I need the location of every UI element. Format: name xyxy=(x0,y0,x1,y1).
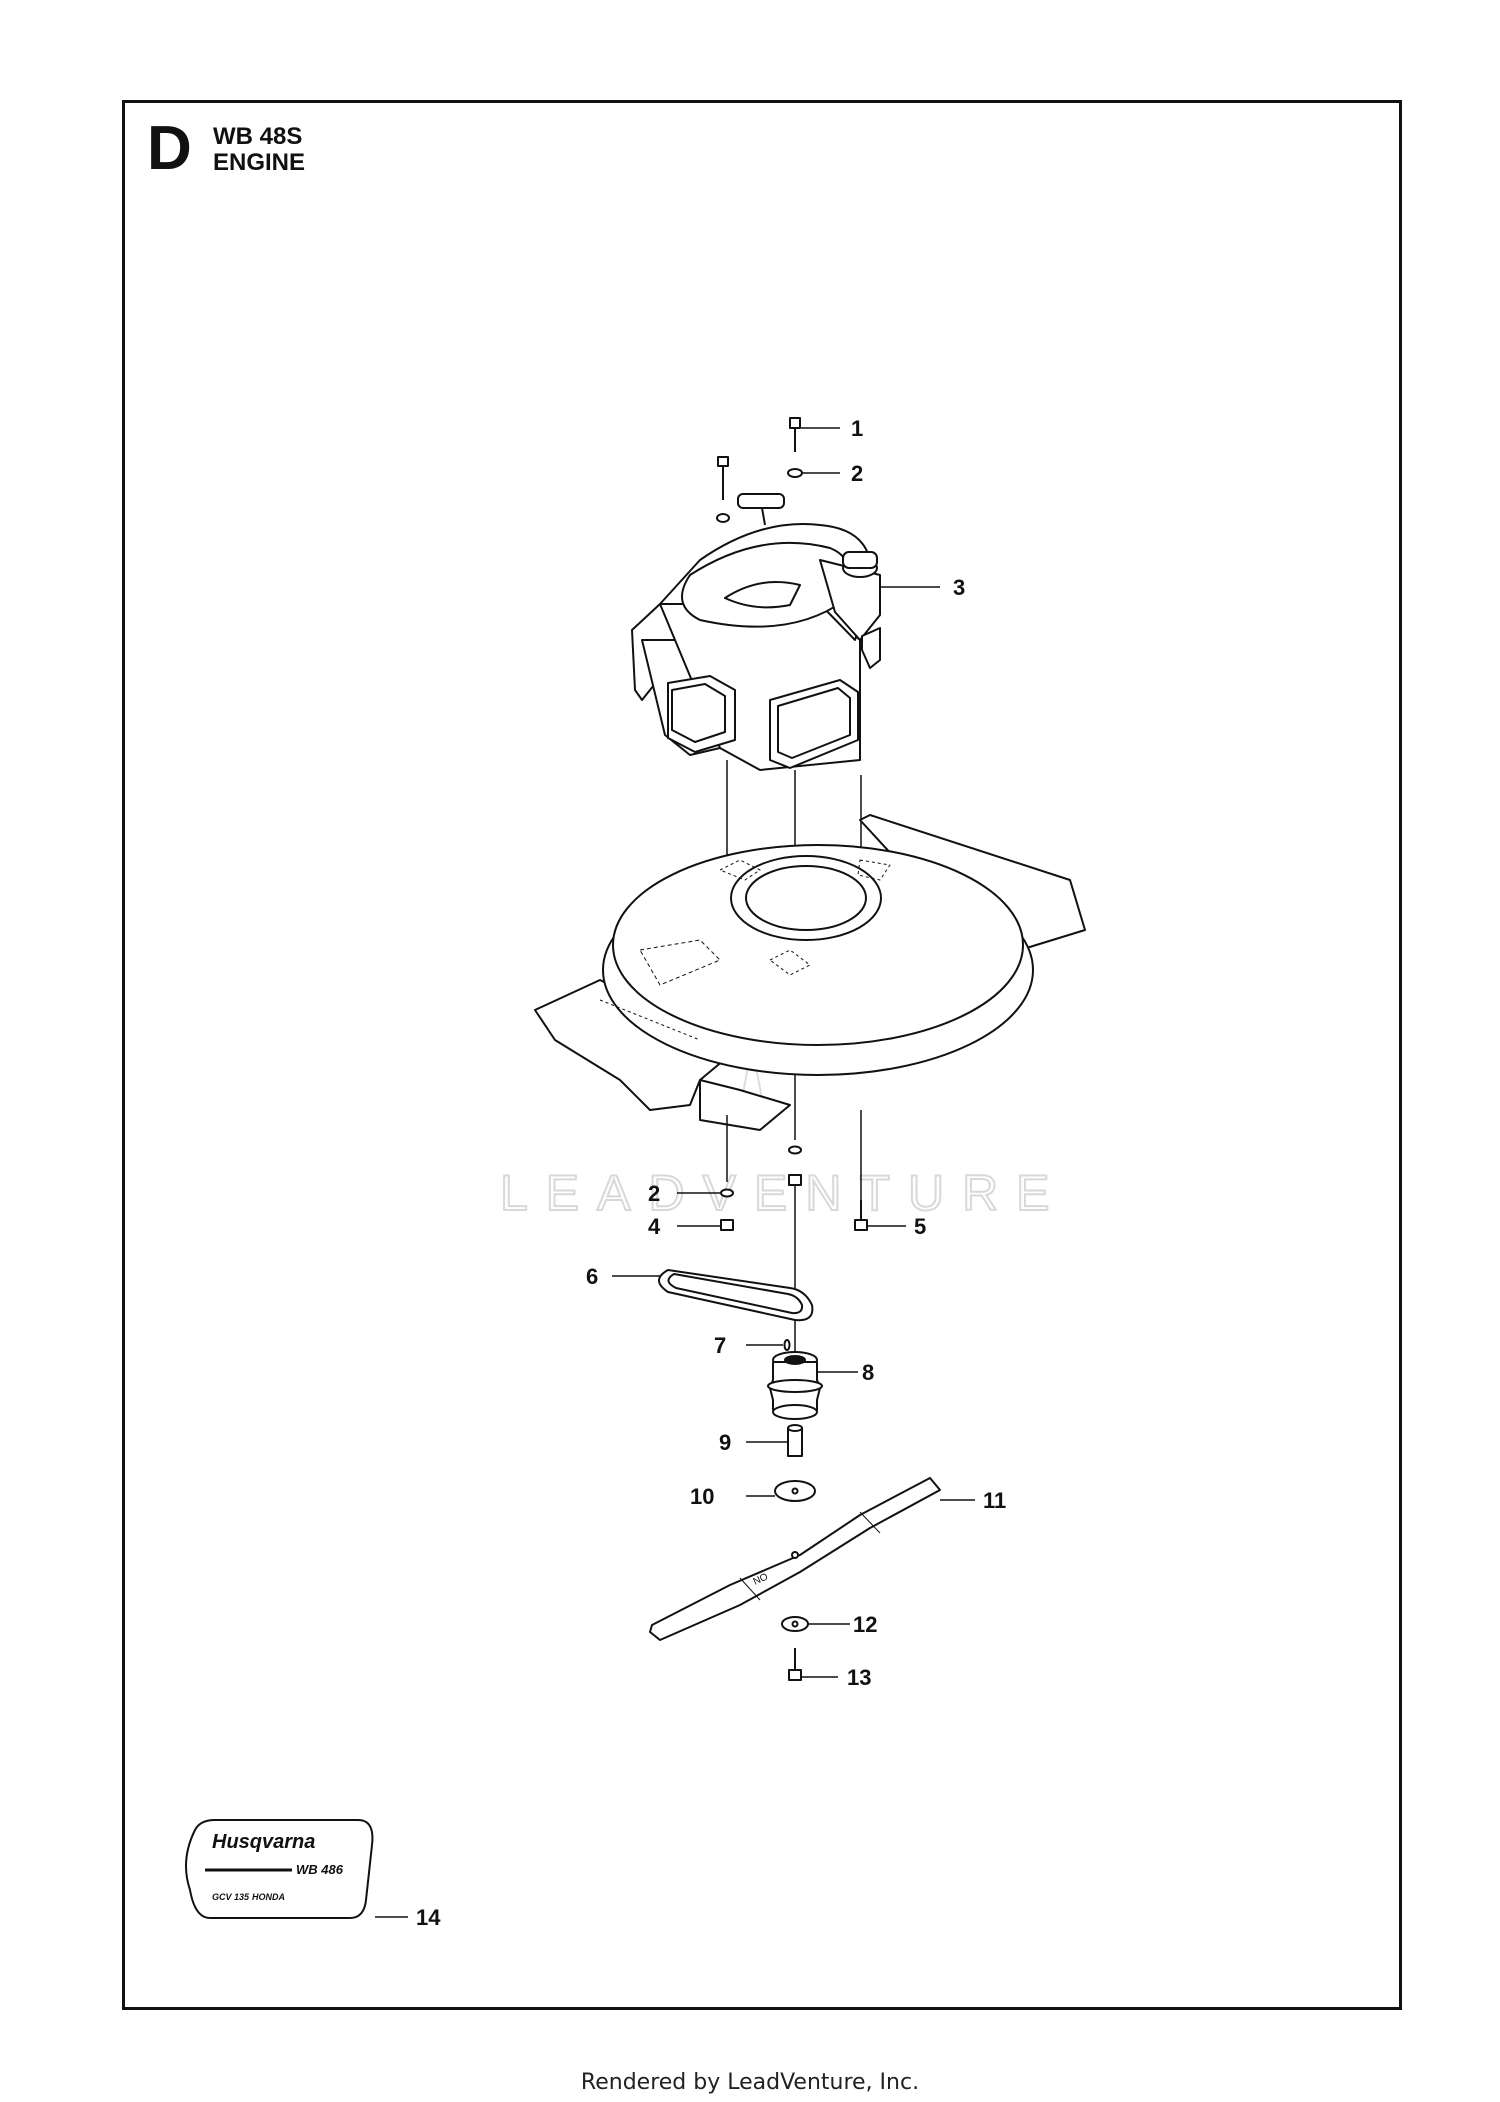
pulley-part-8[interactable] xyxy=(767,1351,823,1420)
callout-11[interactable]: 11 xyxy=(983,1488,1006,1513)
decal-brand: Husqvarna xyxy=(212,1831,315,1853)
blade-part-11[interactable]: NO xyxy=(649,1477,941,1641)
callout-14[interactable]: 14 xyxy=(416,1905,441,1930)
bolt-part-1[interactable] xyxy=(789,417,801,452)
decal-model: WB 486 xyxy=(296,1862,344,1877)
washer-under-deck xyxy=(788,1145,802,1155)
key-part-7[interactable] xyxy=(783,1339,791,1351)
v-belt-part-6[interactable] xyxy=(658,1269,814,1322)
callout-10[interactable]: 10 xyxy=(690,1484,714,1509)
callout-8[interactable]: 8 xyxy=(862,1360,874,1385)
spacer-part-9[interactable] xyxy=(787,1424,803,1457)
title-block: WB 48S ENGINE xyxy=(213,124,305,176)
section-title: ENGINE xyxy=(213,149,306,176)
bolt-left xyxy=(716,456,730,523)
nut-under-deck xyxy=(788,1174,802,1186)
washer-part-2-bottom[interactable] xyxy=(720,1188,734,1198)
decal-engine: GCV 135 xyxy=(212,1892,250,1902)
washer-part-2-top[interactable] xyxy=(787,468,803,478)
section-letter: D xyxy=(147,114,192,183)
bolt-part-5[interactable] xyxy=(854,1200,868,1231)
callout-7[interactable]: 7 xyxy=(714,1333,726,1358)
callout-13[interactable]: 13 xyxy=(847,1665,871,1690)
callout-2-top[interactable]: 2 xyxy=(851,461,863,486)
model-name: WB 48S xyxy=(213,123,303,150)
engine-part-3[interactable] xyxy=(631,493,881,771)
footer-credit: Rendered by LeadVenture, Inc. xyxy=(580,2070,920,2095)
watermark-text: LEADVENTURE xyxy=(500,1165,1068,1221)
callout-4[interactable]: 4 xyxy=(648,1214,661,1239)
callout-3[interactable]: 3 xyxy=(953,575,965,600)
bolt-part-13[interactable] xyxy=(788,1648,802,1681)
washer-part-12[interactable] xyxy=(781,1616,809,1632)
callout-9[interactable]: 9 xyxy=(719,1430,731,1455)
decal-engine-brand: HONDA xyxy=(252,1892,285,1902)
callout-6[interactable]: 6 xyxy=(586,1264,598,1289)
callout-12[interactable]: 12 xyxy=(853,1612,877,1637)
callout-leaders xyxy=(375,427,975,1918)
mower-deck xyxy=(534,814,1086,1131)
callout-5[interactable]: 5 xyxy=(914,1214,926,1239)
nut-part-4[interactable] xyxy=(720,1219,734,1231)
diagram-frame xyxy=(122,100,1402,2010)
callout-1[interactable]: 1 xyxy=(851,416,863,441)
callout-2-bottom[interactable]: 2 xyxy=(648,1181,660,1206)
callout-numbers: 1 2 3 2 4 5 6 7 8 9 10 11 12 13 14 xyxy=(416,416,1006,1930)
washer-part-10[interactable] xyxy=(774,1480,816,1502)
deck-leader-lines xyxy=(726,1075,862,1355)
